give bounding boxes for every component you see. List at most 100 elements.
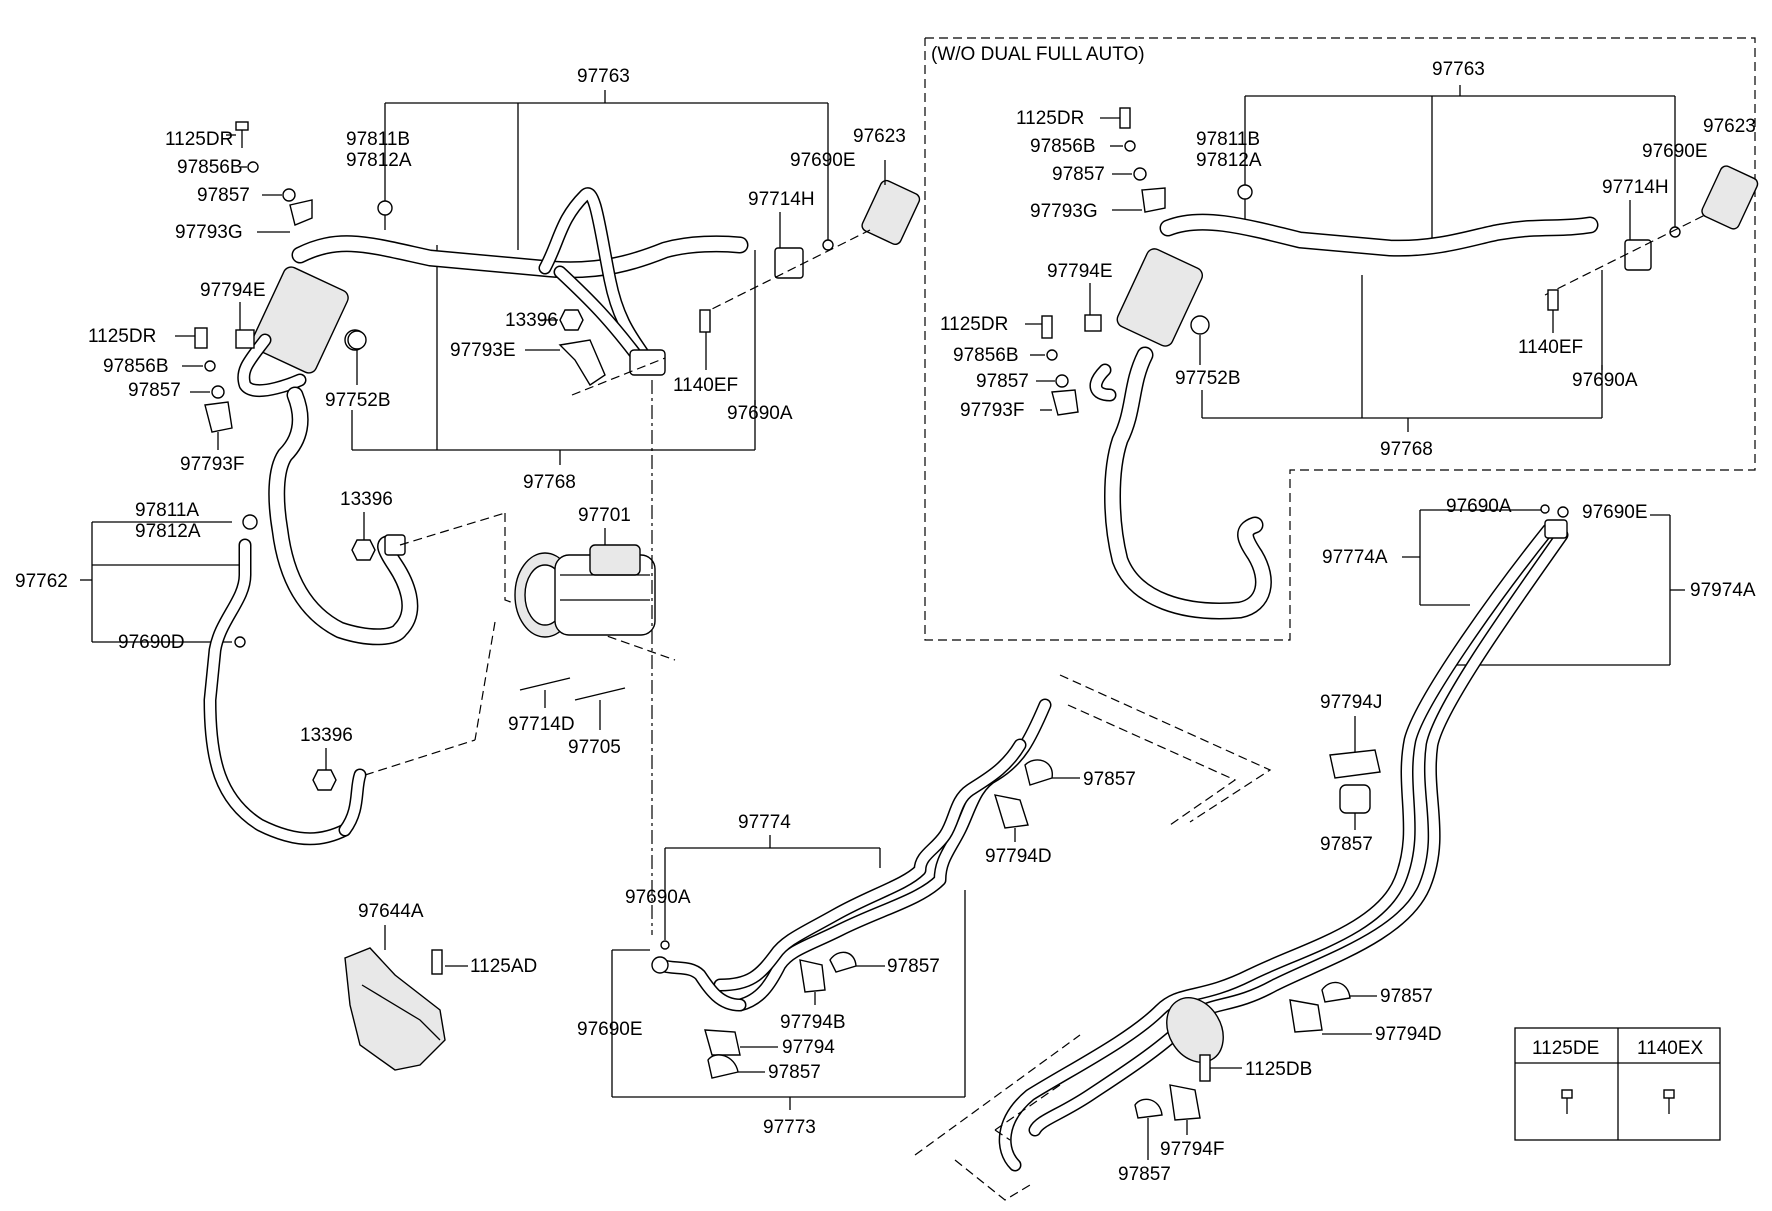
- panel-label-97793F: 97793F: [960, 400, 1024, 421]
- panel-suction-hose: [1159, 213, 1599, 257]
- label-97856B-b: 97856B: [103, 356, 169, 377]
- label-97794E: 97794E: [200, 280, 266, 301]
- center-label-97774: 97774: [738, 812, 791, 833]
- panel-clip-97752B: [1190, 315, 1210, 335]
- label-97701: 97701: [578, 505, 631, 526]
- bolt-1125DR-b: [194, 327, 208, 349]
- clip-97793G: [289, 199, 313, 226]
- rear-oring-97690E: [1557, 506, 1569, 518]
- bracket-97774A-97974A: [1402, 509, 1685, 666]
- panel-label-97763: 97763: [1432, 59, 1485, 80]
- panel-label-97768: 97768: [1380, 439, 1433, 460]
- label-97812A-b: 97812A: [135, 521, 201, 542]
- label-1125DR-b: 1125DR: [88, 326, 156, 347]
- center-label-97690E: 97690E: [577, 1019, 643, 1040]
- panel-clip-97793F: [1051, 389, 1079, 416]
- panel-clip-97794E: [1084, 314, 1102, 332]
- label-97793G: 97793G: [175, 222, 243, 243]
- panel-nut-97857-b: [1055, 374, 1069, 388]
- label-97644A: 97644A: [358, 901, 424, 922]
- panel-nut-97857: [1133, 167, 1147, 181]
- panel-label-97794E: 97794E: [1047, 261, 1113, 282]
- panel-label-97856B: 97856B: [1030, 136, 1096, 157]
- rear-label-97857: 97857: [1320, 834, 1373, 855]
- panel-liquid-hose: [1089, 346, 1272, 620]
- label-97714D: 97714D: [508, 714, 575, 735]
- label-97763: 97763: [577, 66, 630, 87]
- panel-border: [924, 37, 1756, 641]
- center-bolt-1125DB: [1199, 1054, 1211, 1082]
- panel-label-97857-b: 97857: [976, 371, 1029, 392]
- bracket-97768: [351, 245, 756, 465]
- fastener-table: 1125DE 1140EX: [1514, 1027, 1721, 1141]
- rear-label-97774A: 97774A: [1322, 547, 1388, 568]
- panel-accumulator: [1116, 248, 1204, 347]
- bolt-1125AD: [431, 949, 443, 975]
- panel-washer-97856B: [1124, 140, 1136, 152]
- rear-label-97794J: 97794J: [1320, 692, 1382, 713]
- center-label-1125DB: 1125DB: [1245, 1059, 1312, 1080]
- center-label-97794F: 97794F: [1160, 1139, 1224, 1160]
- panel-label-97623: 97623: [1703, 116, 1756, 137]
- center-label-97794D-b: 97794D: [1375, 1024, 1442, 1045]
- bracket-panel-97763: [1244, 85, 1676, 243]
- label-13396: 13396: [505, 310, 558, 331]
- bracket-97793E: [558, 339, 606, 386]
- panel-label-1125DR: 1125DR: [1016, 108, 1084, 129]
- panel-clip-97793G: [1141, 187, 1166, 213]
- panel-label-1125DR-b: 1125DR: [940, 314, 1008, 335]
- bracket-panel-97768: [1201, 270, 1603, 432]
- center-clip-97794B: [799, 959, 826, 993]
- label-97812A: 97812A: [346, 150, 412, 171]
- center-grommet-97857-d: [1321, 981, 1351, 1003]
- rear-label-97974A: 97974A: [1690, 580, 1756, 601]
- nut-97857: [282, 188, 296, 202]
- center-clip-97794D-a: [993, 794, 1029, 829]
- bolt-97714D: [519, 677, 571, 691]
- clip-97752B: [347, 330, 367, 350]
- center-label-97690A: 97690A: [625, 887, 691, 908]
- panel-drier-97623: [1701, 165, 1759, 230]
- center-label-97857-d: 97857: [1380, 986, 1433, 1007]
- panel-oring-97690E: [1669, 226, 1681, 238]
- panel-label-1140EF: 1140EF: [1518, 337, 1583, 358]
- center-pipes: [651, 698, 1052, 1012]
- label-97811B: 97811B: [346, 129, 410, 150]
- label-97793F: 97793F: [180, 454, 244, 475]
- panel-label-97793G: 97793G: [1030, 201, 1098, 222]
- label-1125AD: 1125AD: [470, 956, 537, 977]
- clip-97793F: [204, 401, 233, 433]
- bolt-97705: [574, 687, 626, 701]
- panel-bolt-1125DR-b: [1041, 315, 1053, 339]
- bracket-97773: [611, 890, 966, 1110]
- label-97857-b: 97857: [128, 380, 181, 401]
- center-clip-97794D-b: [1289, 999, 1323, 1033]
- nut-13396: [559, 309, 584, 331]
- center-grommet-97857-b: [829, 951, 857, 973]
- bolt-1140EX-icon: [1663, 1089, 1675, 1114]
- label-1140EF: 1140EF: [673, 375, 738, 396]
- rear-long-pipes: [998, 519, 1569, 1172]
- label-97768: 97768: [523, 472, 576, 493]
- panel-bolt-1125DR: [1119, 107, 1131, 129]
- label-97690A: 97690A: [727, 403, 793, 424]
- table-header-1140EX: 1140EX: [1637, 1038, 1704, 1059]
- label-97714H: 97714H: [748, 189, 815, 210]
- rear-label-97690E: 97690E: [1582, 502, 1648, 523]
- panel-label-97714H: 97714H: [1602, 177, 1669, 198]
- center-label-97857-b: 97857: [887, 956, 940, 977]
- discharge-hose-left: [203, 538, 367, 846]
- center-label-97794B: 97794B: [780, 1012, 846, 1033]
- floor-outline: [914, 674, 1272, 1201]
- label-13396-c: 13396: [300, 725, 353, 746]
- table-header-1125DE: 1125DE: [1532, 1038, 1599, 1059]
- rear-clip-97794J: [1329, 749, 1381, 779]
- receiver-drier-97623: [861, 160, 921, 245]
- center-oring-97690A: [660, 940, 670, 950]
- center-clip-97794F: [1169, 1084, 1201, 1121]
- label-97762: 97762: [15, 571, 68, 592]
- panel-label-97857: 97857: [1052, 164, 1105, 185]
- bolt-1125DE-icon: [1561, 1089, 1573, 1114]
- center-grommet-97857-a: [1024, 759, 1053, 786]
